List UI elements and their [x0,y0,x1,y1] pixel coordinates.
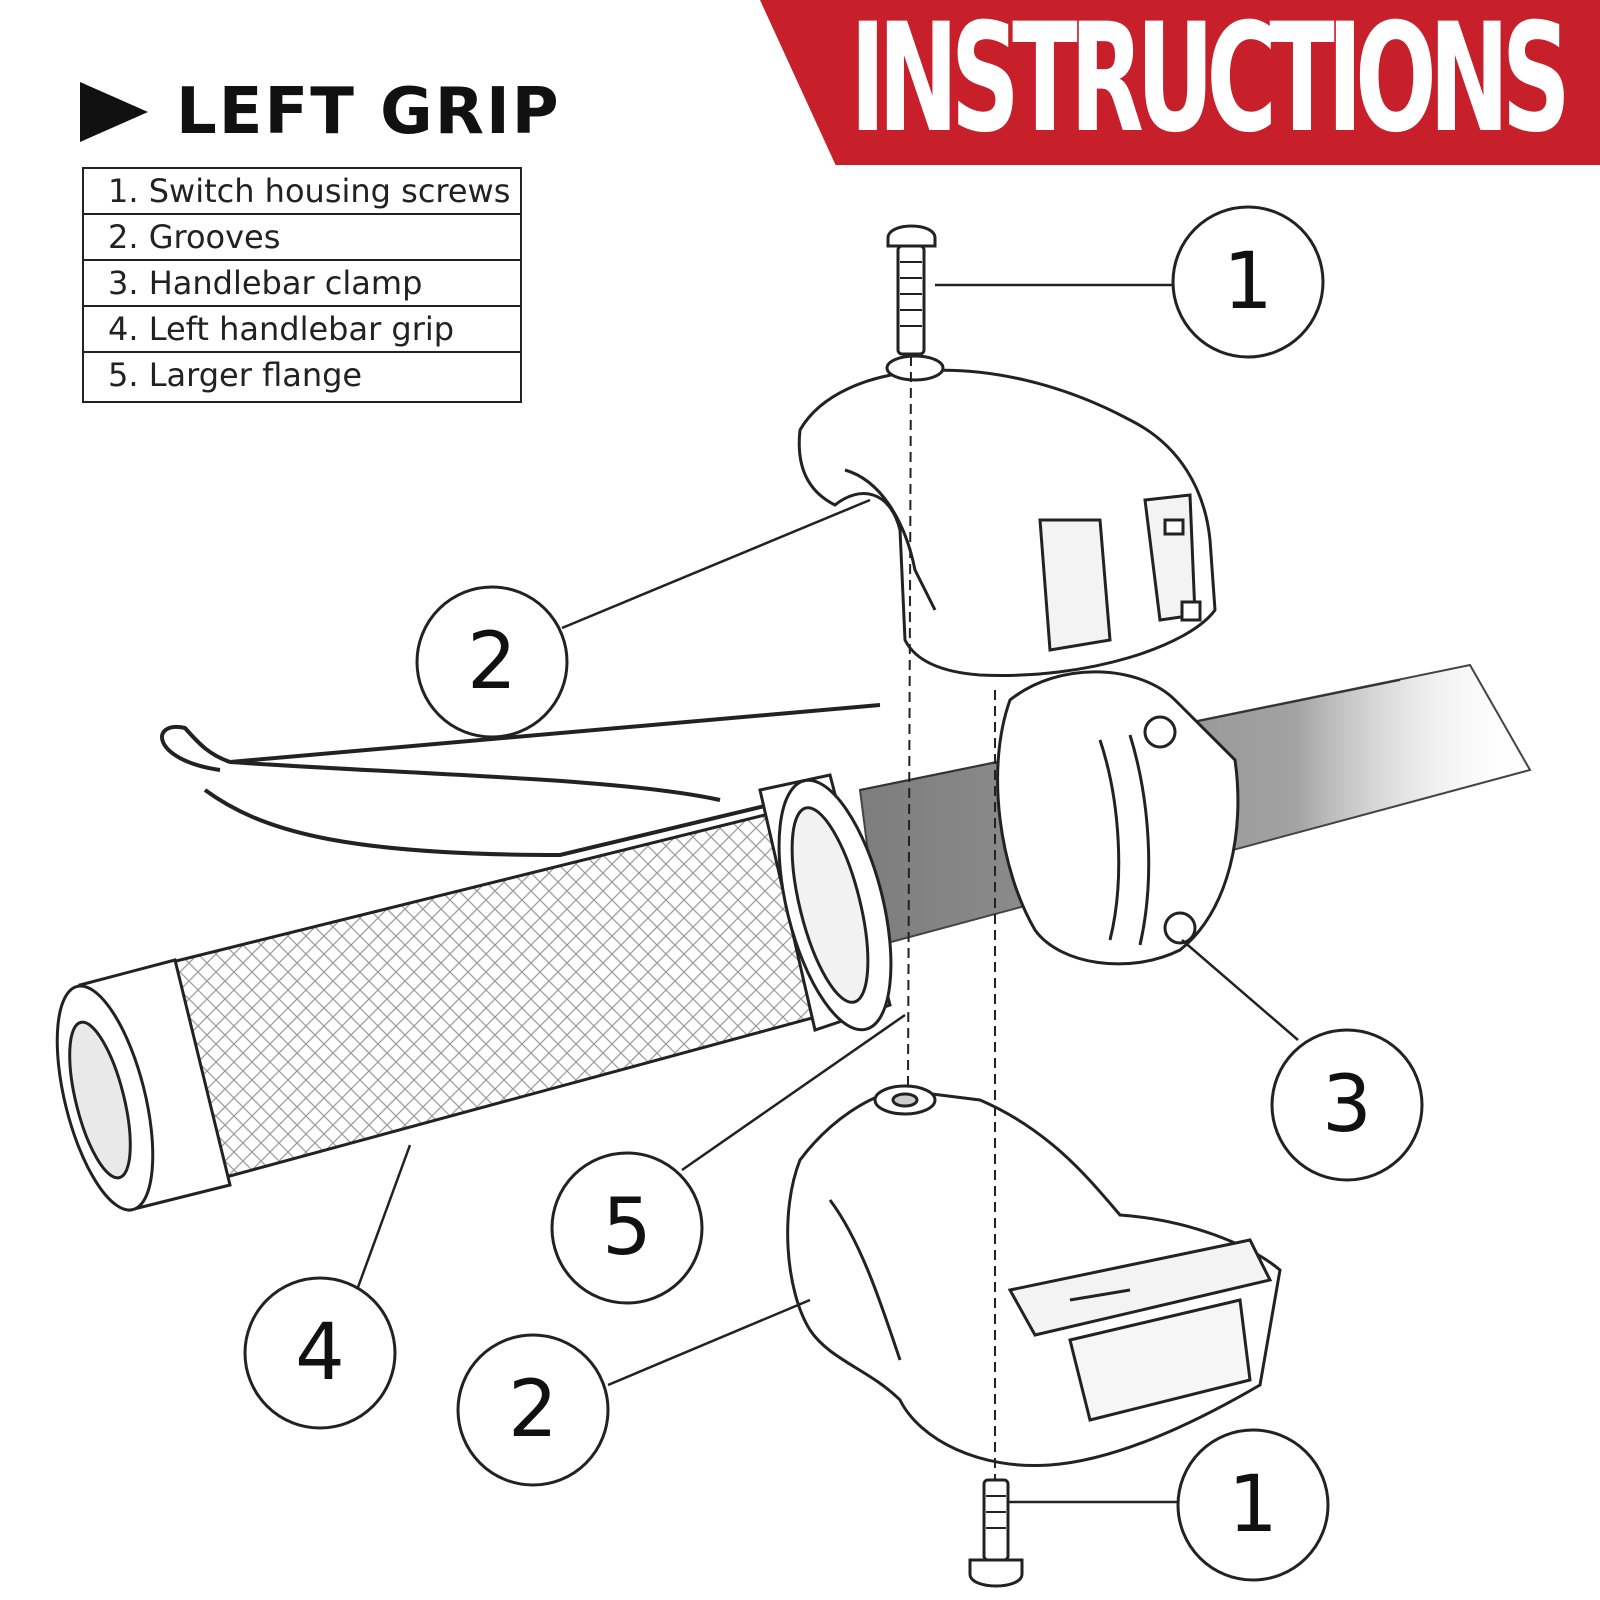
legend-item-left-handlebar-grip: 4. Left handlebar grip [84,307,520,353]
parts-legend: 1. Switch housing screws 2. Grooves 3. H… [82,167,522,403]
header-banner [760,0,1600,165]
screw-bottom [968,1478,1024,1588]
callout-grooves-top: 2 [415,585,569,739]
svg-text:1: 1 [1228,1460,1278,1550]
section-heading: LEFT GRIP [80,72,561,152]
assembly-guide-lines [907,355,996,1480]
brake-lever [160,703,881,858]
svg-text:3: 3 [1322,1060,1372,1150]
svg-text:4: 4 [295,1308,345,1398]
section-title: LEFT GRIP [176,75,561,149]
legend-item-larger-flange: 5. Larger flange [108,356,363,394]
lower-switch-housing [786,1084,1282,1468]
left-handlebar-grip [55,803,862,1212]
svg-text:2: 2 [467,617,517,707]
larger-flange [758,773,893,1032]
callout-screw-top: 1 [1171,205,1325,359]
callout-left-handlebar-grip: 4 [243,1276,397,1430]
svg-text:5: 5 [602,1183,652,1273]
handlebar-clamp [996,670,1240,966]
svg-text:1: 1 [1223,237,1273,327]
upper-switch-housing [797,354,1217,677]
callout-screw-bottom: 1 [1176,1428,1330,1582]
callout-grooves-bottom: 2 [456,1333,610,1487]
triangle-arrow-right-icon [80,82,148,142]
legend-item-switch-housing-screws: 1. Switch housing screws [84,169,520,215]
svg-text:2: 2 [508,1365,558,1455]
legend-item-handlebar-clamp: 3. Handlebar clamp [84,261,520,307]
legend-item-grooves: 2. Grooves [84,215,520,261]
screw-top [886,224,937,356]
callout-handlebar-clamp: 3 [1270,1028,1424,1182]
callout-larger-flange: 5 [550,1151,704,1305]
